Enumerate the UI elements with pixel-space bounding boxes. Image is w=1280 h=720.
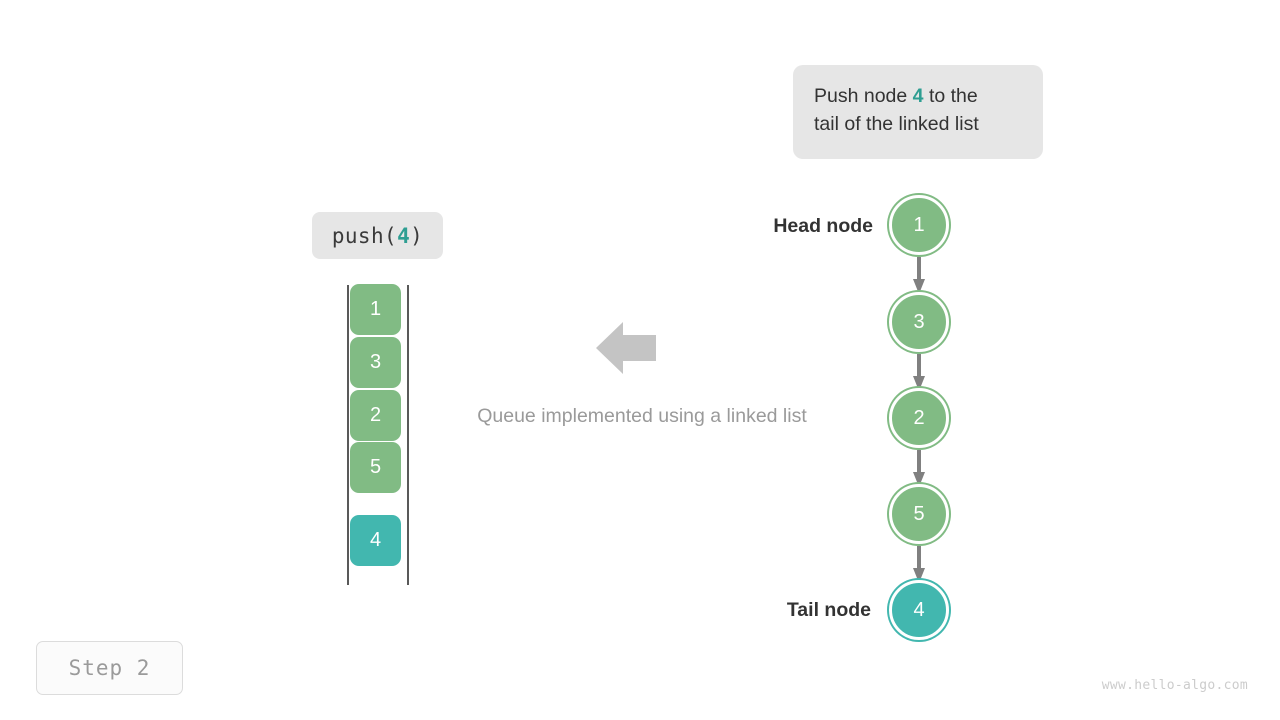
step-badge: Step 2 — [36, 641, 183, 695]
push-instruction-callout: Push node 4 to the tail of the linked li… — [793, 65, 1043, 159]
node-value: 3 — [913, 310, 925, 333]
array-cell-value: 1 — [369, 298, 382, 320]
operation-name: push( — [331, 223, 398, 248]
array-cell-value: 5 — [369, 456, 382, 478]
diagram-caption: Queue implemented using a linked list — [477, 405, 807, 427]
tail-node-label: Tail node — [786, 599, 871, 621]
linked-list-node: 5 — [889, 484, 949, 544]
callout-line-2: tail of the linked list — [814, 113, 979, 135]
array-cell: 3 — [350, 337, 401, 388]
watermark: www.hello-algo.com — [1101, 678, 1248, 693]
linked-list-visualization: Head node Tail node 1 3 2 5 — [740, 180, 1000, 650]
node-value: 2 — [913, 406, 925, 429]
linked-list-node-highlighted: 4 — [889, 580, 949, 640]
node-value: 1 — [913, 213, 925, 236]
linked-list-node: 1 — [889, 195, 949, 255]
callout-text-suffix: to the — [923, 85, 978, 107]
queue-array-visualization: 1 3 2 5 4 — [340, 280, 420, 590]
callout-text-prefix: Push node — [814, 85, 913, 107]
node-link-arrow-icon — [913, 257, 925, 294]
array-cell: 2 — [350, 390, 401, 441]
array-cell-value: 3 — [369, 351, 382, 373]
array-cell: 1 — [350, 284, 401, 335]
linked-list-node: 2 — [889, 388, 949, 448]
node-value: 4 — [913, 598, 925, 621]
linked-list-node: 3 — [889, 292, 949, 352]
arrow-left-icon — [596, 322, 656, 374]
node-link-arrow-icon — [913, 546, 925, 583]
array-cell-highlighted: 4 — [350, 515, 401, 566]
callout-line-1: Push node 4 to the — [814, 82, 1043, 110]
array-rail-right — [407, 285, 409, 585]
node-link-arrow-icon — [913, 354, 925, 391]
node-value: 5 — [913, 502, 925, 525]
operation-paren-close: ) — [410, 223, 424, 248]
head-node-label: Head node — [773, 215, 873, 237]
node-link-arrow-icon — [913, 450, 925, 487]
operation-label: push(4) — [312, 212, 443, 259]
array-cell-value: 2 — [369, 404, 382, 426]
array-cell-value: 4 — [369, 529, 382, 551]
callout-value: 4 — [912, 85, 924, 107]
operation-argument: 4 — [397, 223, 411, 248]
array-rail-left — [347, 285, 349, 585]
array-cell: 5 — [350, 442, 401, 493]
